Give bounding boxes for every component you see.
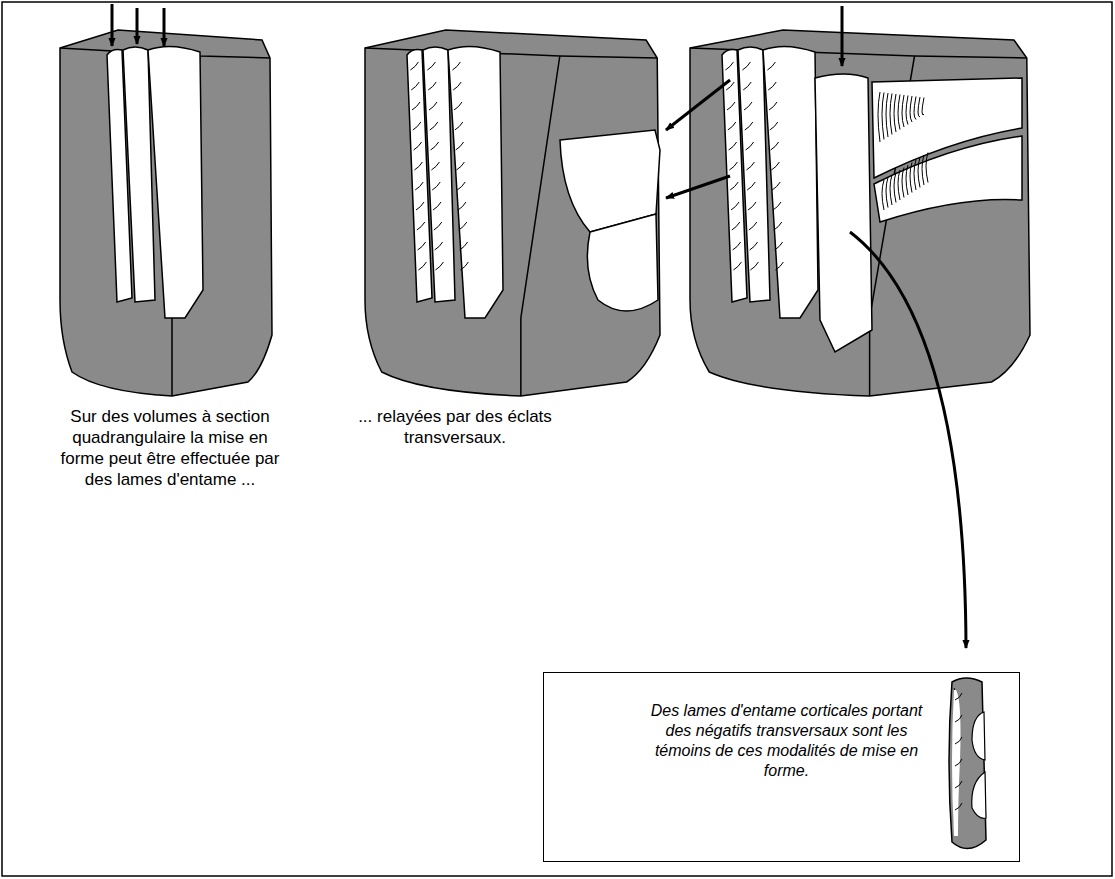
pointer-arrow: [850, 232, 966, 648]
percussion-arrow: [136, 8, 139, 44]
percussion-arrow: [163, 8, 166, 46]
blade-scar: [815, 74, 872, 352]
blade-figure: [949, 678, 986, 849]
core-block: [690, 30, 1030, 396]
percussion-arrow: [666, 80, 730, 130]
blade-scars: [407, 46, 503, 318]
percussion-arrow: [841, 6, 844, 66]
percussion-arrow: [111, 4, 114, 46]
core-block: [365, 30, 660, 396]
caption: Sur des volumes à section quadrangulaire…: [55, 406, 285, 490]
blade-scars: [107, 46, 203, 318]
core-block: [60, 30, 272, 396]
note-box: Des lames d'entame corticales portant de…: [543, 672, 1020, 862]
ripple-marks: [878, 92, 928, 210]
flake-scar: [874, 136, 1022, 222]
percussion-arrow: [666, 176, 730, 198]
caption: ... relayées par des éclats transversaux…: [350, 406, 560, 448]
flake-scar: [587, 214, 658, 311]
note-text: Des lames d'entame corticales portant de…: [639, 701, 934, 781]
blade-scars: [722, 46, 818, 318]
